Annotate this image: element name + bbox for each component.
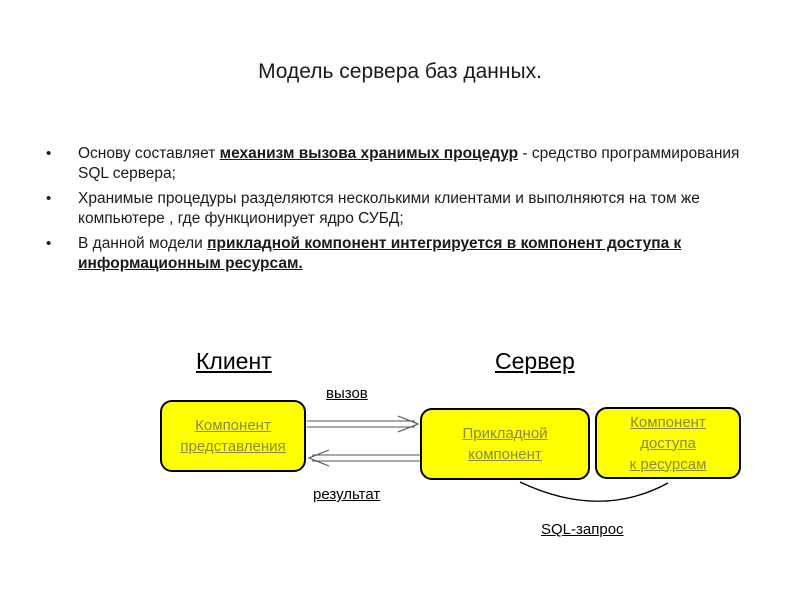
bullet-item-3: • В данной модели прикладной компонент ин…	[46, 234, 766, 274]
client-label: Клиент	[196, 348, 272, 374]
result-arrow	[307, 449, 420, 467]
bullet-item-1: • Основу составляет механизм вызова храни…	[46, 144, 766, 184]
bullet-dot-icon: •	[46, 235, 52, 252]
bullet-item-2: • Хранимые процедуры разделяются нескольк…	[46, 189, 766, 229]
bullet-1-pre: Основу составляет	[78, 145, 220, 162]
bullet-dot-icon: •	[46, 145, 52, 162]
sql-query-label: SQL-запрос	[541, 521, 624, 538]
slide-title: Модель сервера баз данных.	[258, 60, 542, 83]
call-label: вызов	[326, 385, 368, 402]
bullet-1-highlight: механизм вызова хранимых процедур	[219, 145, 519, 162]
server-label: Сервер	[495, 348, 575, 374]
bullet-3-highlight: прикладной компонент интегрируется в ком…	[78, 235, 682, 272]
result-label: результат	[313, 486, 381, 503]
call-arrow	[307, 415, 420, 433]
bullet-dot-icon: •	[46, 190, 52, 207]
bullet-1-post: - средство программирования SQL сервера;	[78, 145, 740, 182]
sql-query-arc	[519, 481, 669, 502]
bullet-3-pre: В данной модели	[78, 235, 208, 252]
bullet-list: • Основу составляет механизм вызова храни…	[46, 144, 766, 279]
bullet-2-pre: Хранимые процедуры разделяются нескольки…	[78, 190, 700, 227]
